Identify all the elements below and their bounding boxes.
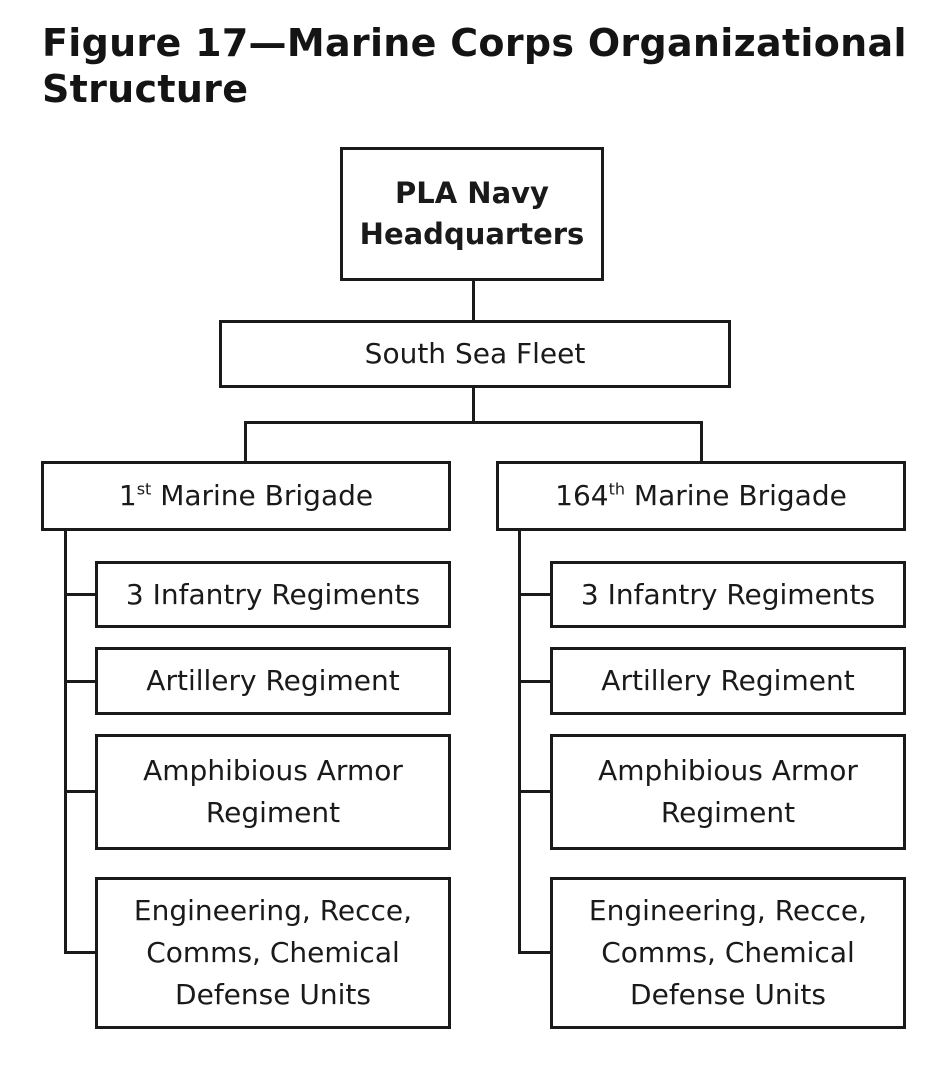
brigade-1-unit-support-label: Engineering, Recce, Comms, Chemical Defe… [133, 894, 413, 1011]
brigade-164-unit-armor-label: Amphibious Armor Regiment [598, 754, 858, 829]
brigade-1-branch-2 [64, 680, 97, 683]
brigade-1-unit-artillery: Artillery Regiment [95, 647, 451, 715]
brigade-1-branch-1 [64, 593, 97, 596]
brigade-1-unit-armor-label: Amphibious Armor Regiment [143, 754, 403, 829]
node-brigade-164: 164th Marine Brigade [496, 461, 906, 531]
brigade-164-suffix: th [608, 479, 626, 499]
node-fleet-label: South Sea Fleet [364, 337, 586, 370]
brigade-164-branch-4 [518, 951, 552, 954]
node-fleet: South Sea Fleet [219, 320, 731, 388]
node-brigade-1: 1st Marine Brigade [41, 461, 451, 531]
brigade-164-unit-artillery: Artillery Regiment [550, 647, 906, 715]
brigade-164-unit-infantry-label: 3 Infantry Regiments [580, 577, 876, 611]
brigade-1-name: Marine Brigade [160, 479, 374, 512]
brigade-164-label: 164th Marine Brigade [555, 475, 847, 517]
brigade-164-unit-infantry: 3 Infantry Regiments [550, 561, 906, 628]
brigade-164-number: 164 [555, 479, 609, 512]
brigade-164-name: Marine Brigade [633, 479, 847, 512]
brigade-164-unit-support-label: Engineering, Recce, Comms, Chemical Defe… [588, 894, 868, 1011]
brigade-1-label: 1st Marine Brigade [119, 475, 373, 517]
connector-hq-fleet [472, 280, 475, 322]
node-headquarters: PLA Navy Headquarters [340, 147, 604, 281]
brigade-1-branch-3 [64, 790, 97, 793]
brigade-164-unit-armor: Amphibious Armor Regiment [550, 734, 906, 850]
figure-title: Figure 17—Marine Corps Organizational St… [42, 21, 907, 111]
node-headquarters-label: PLA Navy Headquarters [359, 176, 585, 251]
brigade-1-unit-infantry-label: 3 Infantry Regiments [125, 577, 421, 611]
brigade-1-branch-4 [64, 951, 97, 954]
connector-to-brigade-1 [244, 421, 247, 463]
brigade-1-unit-infantry: 3 Infantry Regiments [95, 561, 451, 628]
brigade-1-number: 1 [118, 479, 137, 512]
brigade-164-branch-3 [518, 790, 552, 793]
brigade-1-unit-artillery-label: Artillery Regiment [146, 664, 400, 697]
brigade-164-branch-1 [518, 593, 552, 596]
brigade-164-branch-2 [518, 680, 552, 683]
brigade-164-unit-support: Engineering, Recce, Comms, Chemical Defe… [550, 877, 906, 1029]
brigade-1-spine [64, 530, 67, 954]
brigade-1-unit-armor: Amphibious Armor Regiment [95, 734, 451, 850]
brigade-164-spine [518, 530, 521, 954]
brigade-1-suffix: st [136, 479, 152, 499]
brigade-164-unit-artillery-label: Artillery Regiment [601, 664, 855, 697]
connector-to-brigade-164 [700, 421, 703, 463]
brigade-1-unit-support: Engineering, Recce, Comms, Chemical Defe… [95, 877, 451, 1029]
connector-fleet-down [472, 387, 475, 423]
connector-brigade-bar [244, 421, 703, 424]
